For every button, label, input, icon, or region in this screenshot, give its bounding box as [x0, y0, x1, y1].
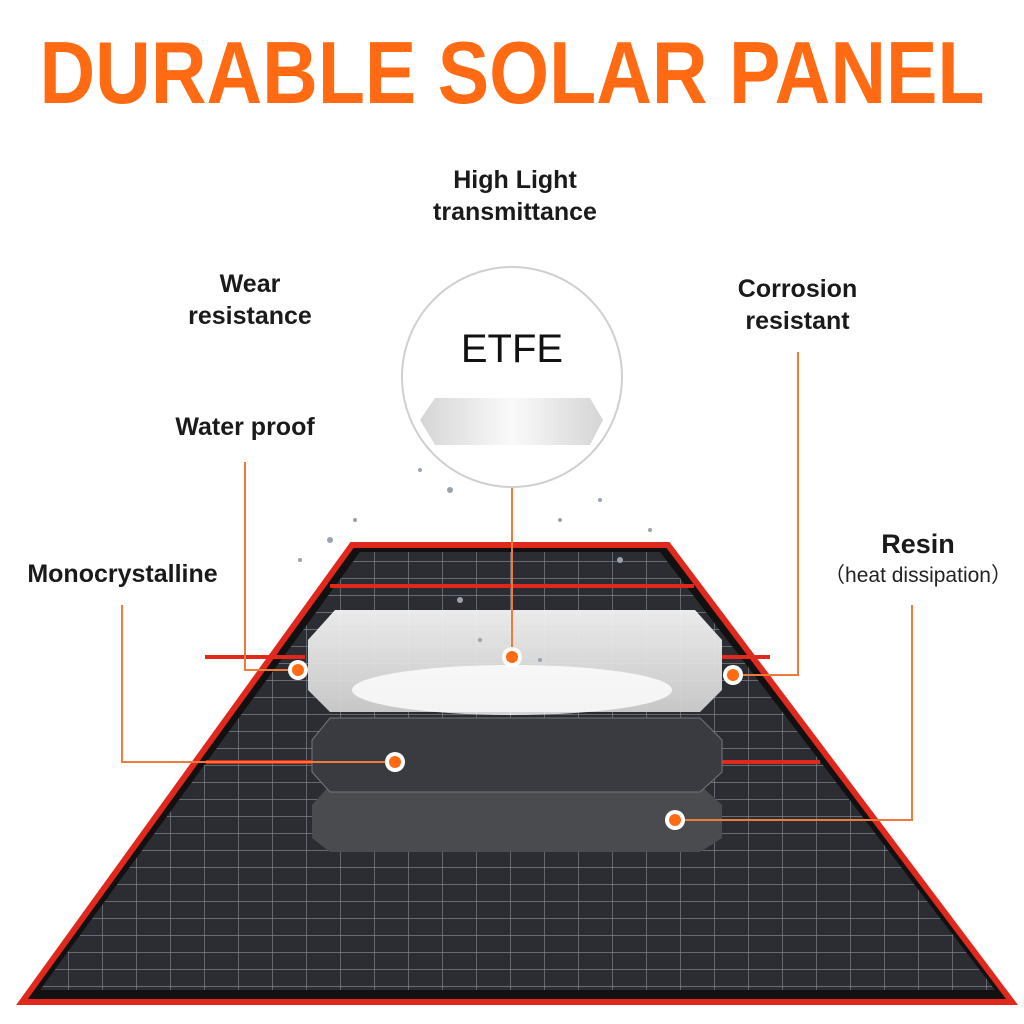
- etfe-magnifier: [401, 266, 623, 488]
- label-line: Corrosion: [737, 275, 858, 303]
- water-splash-icon: [298, 468, 652, 662]
- label-sub: （heat dissipation）: [824, 564, 1012, 587]
- label-line: resistant: [745, 307, 850, 335]
- label-corrosion: Corrosion resistant: [700, 273, 895, 337]
- label-high-light: High Light transmittance: [400, 164, 630, 228]
- label-line: resistance: [188, 302, 312, 330]
- page-title: DURABLE SOLAR PANEL: [40, 23, 985, 122]
- label-line: Wear: [219, 270, 281, 298]
- callout-dots: [288, 647, 743, 830]
- resin-layer: [312, 785, 722, 852]
- label-monocrystalline: Monocrystalline: [27, 560, 218, 588]
- etfe-sample: [420, 398, 603, 445]
- cell-layer: [311, 717, 723, 793]
- label-water-proof: Water proof: [175, 413, 315, 441]
- label-line: High Light: [453, 166, 577, 194]
- label-line: transmittance: [433, 198, 597, 226]
- label-etfe: ETFE: [460, 327, 564, 371]
- label-resin: Resin （heat dissipation）: [818, 528, 1018, 592]
- label-wear: Wear resistance: [150, 268, 350, 332]
- label-line: Resin: [881, 529, 955, 559]
- callout-lines: [121, 352, 913, 821]
